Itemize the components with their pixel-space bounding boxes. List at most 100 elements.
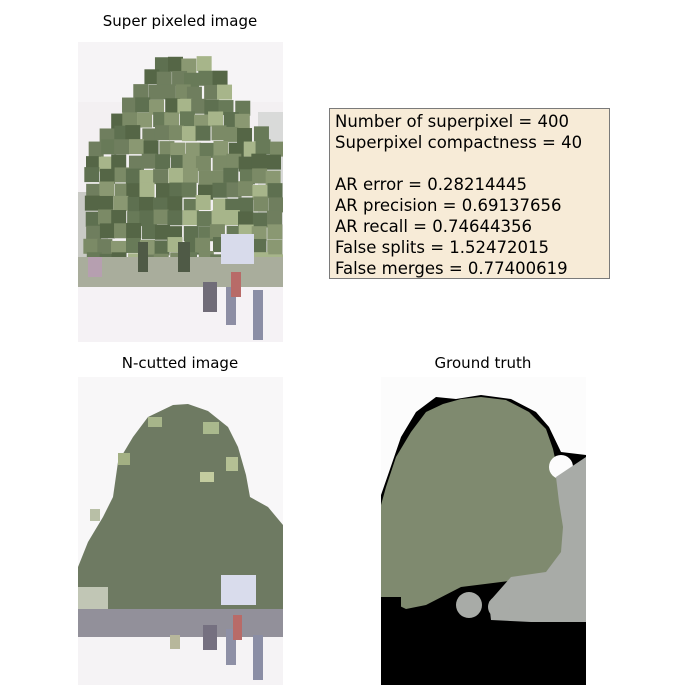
superpixel-block	[255, 139, 271, 155]
superpixel-block	[268, 197, 283, 213]
false-merges-text: False merges = 0.77400619	[335, 259, 568, 278]
superpixel-block	[196, 56, 212, 72]
superpixel-block	[252, 212, 268, 228]
superpixel-block	[179, 111, 195, 127]
superpixel-block	[237, 181, 253, 197]
superpixel-block	[167, 210, 183, 226]
superpixel-block	[85, 211, 101, 227]
superpixel-block	[141, 153, 157, 169]
superpixel-block	[195, 125, 211, 141]
superpixel-image-title: Super pixeled image	[102, 12, 258, 30]
superpixel-block	[142, 128, 158, 144]
superpixel-block	[114, 183, 130, 199]
superpixel-block	[267, 224, 283, 240]
superpixel-block	[98, 156, 114, 172]
ground-truth-title: Ground truth	[434, 354, 532, 372]
superpixel-block	[213, 140, 229, 156]
metrics-box: Number of superpixel = 400 Superpixel co…	[329, 108, 610, 279]
superpixel-block	[212, 155, 228, 171]
superpixel-block	[267, 183, 283, 199]
superpixel-block	[114, 167, 130, 183]
superpixel-block	[122, 112, 138, 128]
superpixel-block	[182, 153, 198, 169]
superpixel-block	[224, 210, 240, 226]
superpixel-block	[181, 58, 197, 74]
superpixel-block	[239, 169, 255, 185]
n-superpixel-text: Number of superpixel = 400	[335, 112, 569, 131]
superpixel-block	[84, 167, 100, 183]
superpixel-block	[153, 197, 169, 213]
superpixel-block	[181, 182, 197, 198]
superpixel-block	[154, 224, 170, 240]
superpixel-block	[98, 195, 114, 211]
superpixel-block	[144, 69, 160, 85]
superpixel-block	[238, 211, 254, 227]
superpixel-block	[212, 198, 228, 214]
superpixel-block	[84, 195, 100, 211]
ncut-image	[78, 377, 283, 685]
superpixel-block	[135, 97, 151, 113]
compactness-text: Superpixel compactness = 40	[335, 133, 583, 152]
superpixel-block	[238, 197, 254, 213]
superpixel-block	[177, 98, 193, 114]
superpixel-block	[111, 240, 127, 256]
superpixel-block	[111, 210, 127, 226]
superpixel-block	[139, 196, 155, 212]
superpixel-block	[88, 141, 104, 157]
superpixel-block	[182, 210, 198, 226]
superpixel-block	[267, 239, 283, 255]
superpixel-block	[217, 84, 233, 100]
ar-error-text: AR error = 0.28214445	[335, 175, 527, 194]
superpixel-block	[97, 209, 113, 225]
superpixel-block	[251, 153, 267, 169]
superpixel-block	[237, 128, 253, 144]
superpixel-block	[122, 97, 138, 113]
superpixel-block	[148, 84, 164, 100]
superpixel-block	[137, 112, 153, 128]
superpixel-block	[235, 100, 251, 116]
superpixel-block	[172, 70, 188, 86]
superpixel-block	[183, 226, 199, 242]
superpixel-block	[198, 170, 214, 186]
superpixel-block	[169, 182, 185, 198]
superpixel-block	[270, 141, 283, 157]
superpixel-block	[243, 141, 259, 157]
superpixel-block	[191, 98, 207, 114]
superpixel-block	[139, 182, 155, 198]
superpixel-block	[97, 239, 113, 255]
superpixel-block	[251, 226, 267, 242]
superpixel-block	[86, 183, 102, 199]
superpixel-block	[186, 86, 202, 102]
superpixel-block	[218, 100, 234, 116]
superpixel-block	[165, 98, 181, 114]
superpixel-block	[266, 210, 282, 226]
superpixel-block	[184, 72, 200, 88]
superpixel-block	[195, 155, 211, 171]
superpixel-block	[125, 125, 141, 141]
superpixel-block	[125, 168, 141, 184]
superpixel-block	[183, 198, 199, 214]
superpixel-block	[114, 223, 130, 239]
superpixel-block	[181, 126, 197, 142]
superpixel-block	[139, 210, 155, 226]
superpixel-block	[266, 154, 282, 170]
superpixel-block	[160, 84, 176, 100]
superpixel-block	[208, 111, 224, 127]
superpixel-block	[154, 125, 170, 141]
superpixel-block	[114, 139, 130, 155]
superpixel-block	[212, 182, 228, 198]
superpixel-block	[155, 183, 171, 199]
superpixel-block	[155, 154, 171, 170]
ground-truth-image	[381, 377, 586, 685]
superpixel-block	[111, 154, 127, 170]
ar-precision-text: AR precision = 0.69137656	[335, 196, 562, 215]
superpixel-block	[101, 139, 117, 155]
superpixel-block	[212, 70, 228, 86]
superpixel-block	[253, 126, 269, 142]
superpixel-block	[182, 167, 198, 183]
superpixel-block	[126, 183, 142, 199]
superpixel-block	[251, 238, 267, 254]
superpixel-block	[195, 195, 211, 211]
superpixel-block	[99, 181, 115, 197]
superpixel-block	[83, 238, 99, 254]
